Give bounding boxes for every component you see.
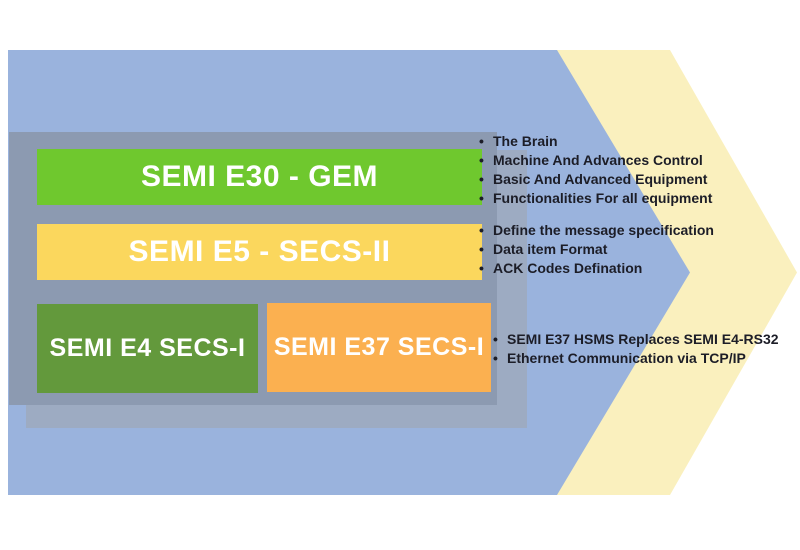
bullet-icon: • [493, 350, 498, 366]
bullet-group-e4-e37: • SEMI E37 HSMS Replaces SEMI E4-RS32 • … [493, 330, 779, 368]
bullet-icon: • [479, 222, 484, 238]
bullet-text: Functionalities For all equipment [493, 190, 713, 206]
bullet-text: SEMI E37 HSMS Replaces SEMI E4-RS32 [507, 331, 779, 347]
bullet-item: • ACK Codes Defination [479, 259, 714, 278]
bullet-group-e30: • The Brain • Machine And Advances Contr… [479, 132, 712, 208]
bullet-item: • Basic And Advanced Equipment [479, 170, 712, 189]
box-semi-e4-secs1: SEMI E4 SECS-I [37, 304, 258, 393]
bullet-group-e5: • Define the message specification • Dat… [479, 221, 714, 278]
bullet-text: Machine And Advances Control [493, 152, 703, 168]
bullet-item: • Data item Format [479, 240, 714, 259]
bullet-item: • Define the message specification [479, 221, 714, 240]
bullet-icon: • [479, 133, 484, 149]
bullet-icon: • [479, 260, 484, 276]
bullet-item: • Machine And Advances Control [479, 151, 712, 170]
bullet-text: ACK Codes Defination [493, 260, 643, 276]
bullet-item: • SEMI E37 HSMS Replaces SEMI E4-RS32 [493, 330, 779, 349]
box-semi-e37-secs1: SEMI E37 SECS-I [267, 303, 491, 392]
box-label-semi-e4-secs1: SEMI E4 SECS-I [49, 334, 246, 362]
bullet-icon: • [479, 241, 484, 257]
box-label-semi-e30-gem: SEMI E30 - GEM [140, 160, 379, 193]
bullet-icon: • [479, 152, 484, 168]
bullet-text: The Brain [493, 133, 558, 149]
bullet-icon: • [493, 331, 498, 347]
bullet-item: • Ethernet Communication via TCP/IP [493, 349, 779, 368]
box-semi-e5-secs2: SEMI E5 - SECS-II [37, 224, 482, 280]
bullet-item: • Functionalities For all equipment [479, 189, 712, 208]
bullet-icon: • [479, 171, 484, 187]
bullet-text: Data item Format [493, 241, 608, 257]
box-label-semi-e5-secs2: SEMI E5 - SECS-II [128, 235, 391, 268]
bullet-text: Basic And Advanced Equipment [493, 171, 708, 187]
bullet-item: • The Brain [479, 132, 712, 151]
box-semi-e30-gem: SEMI E30 - GEM [37, 149, 482, 205]
bullet-text: Ethernet Communication via TCP/IP [507, 350, 746, 366]
bullet-icon: • [479, 190, 484, 206]
box-label-semi-e37-secs1: SEMI E37 SECS-I [273, 333, 485, 361]
bullet-text: Define the message specification [493, 222, 714, 238]
